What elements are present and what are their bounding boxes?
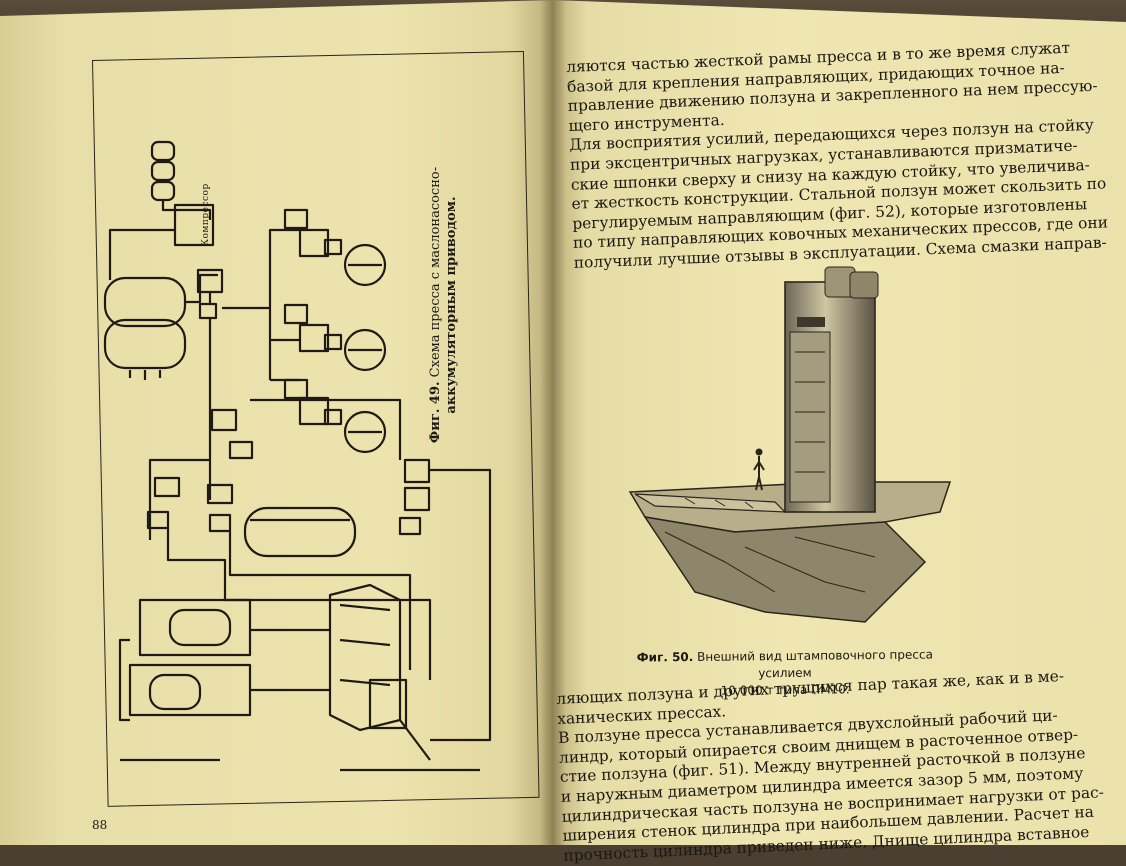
figure-49-caption-text: Схема пресса с маслонасосно- <box>428 166 443 378</box>
page-number: 88 <box>92 818 108 832</box>
figure-50-press-illustration <box>628 266 952 623</box>
figure-49-label: Фиг. 49. <box>428 381 443 444</box>
figure-49-caption: Фиг. 49. Схема пресса с маслонасосно- ак… <box>428 140 460 470</box>
figure-49-schematic <box>103 140 492 772</box>
compressor-label: Компрессор <box>201 183 211 246</box>
figure-49-caption-text-2: аккумуляторным приводом. <box>444 196 459 414</box>
right-page-paragraph-top: ляются частью жесткой рамы пресса и в то… <box>566 37 1109 273</box>
left-page <box>0 0 553 845</box>
book-gutter <box>540 0 566 845</box>
right-page-paragraph-bottom: ляющих ползуна и других трущихся пар так… <box>556 665 1106 866</box>
figure-50-label: Фиг. 50. <box>636 649 694 665</box>
